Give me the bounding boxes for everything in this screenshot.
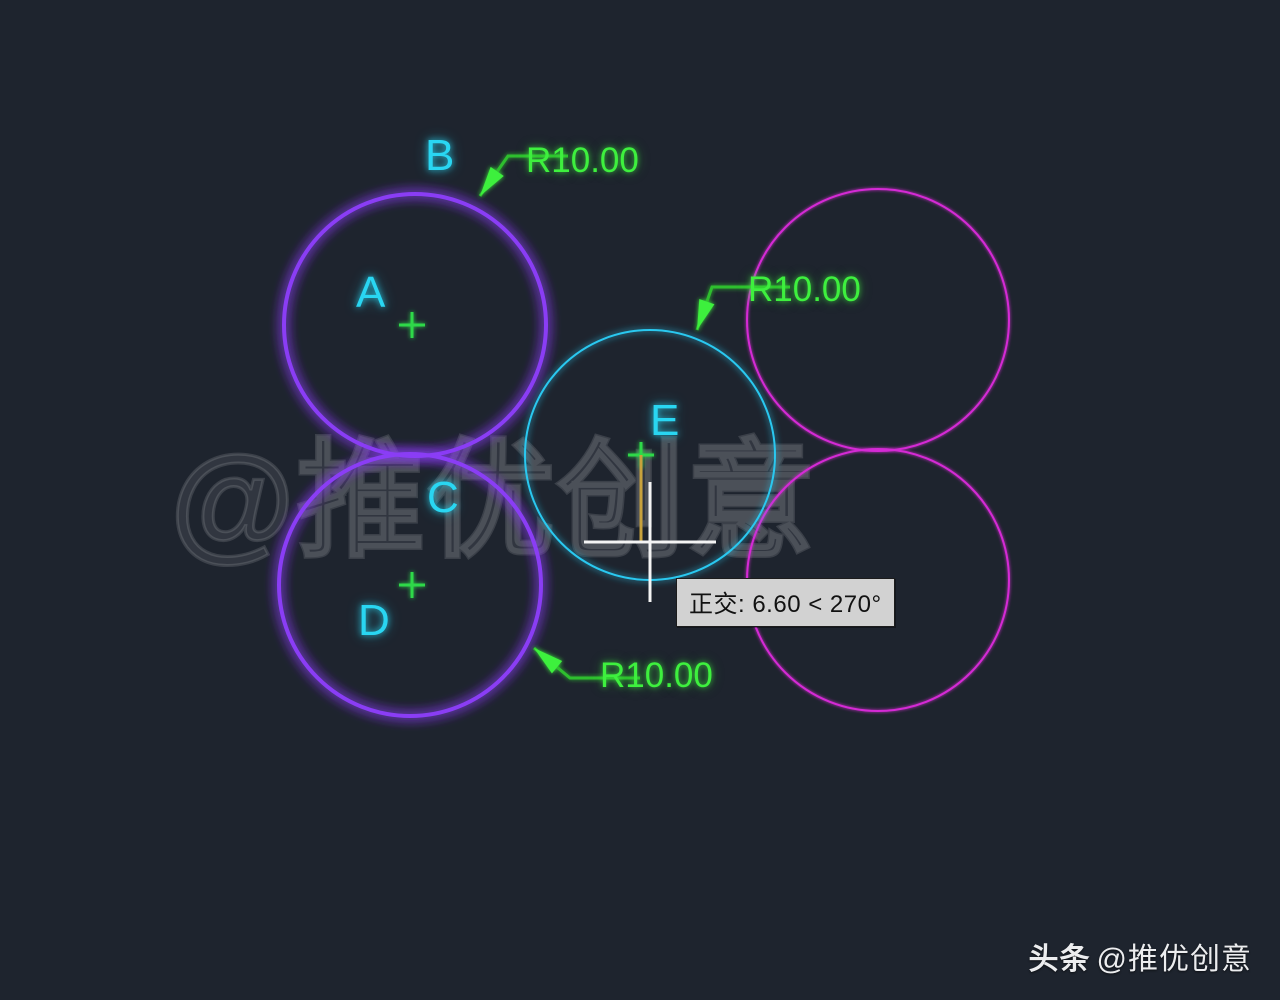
leader-bottom-arrowhead [534, 648, 563, 674]
ortho-tooltip: 正交: 6.60 < 270° [676, 578, 895, 627]
corner-watermark-brand: 头条 [1028, 943, 1091, 976]
corner-watermark: 头条@推优创意 [1029, 934, 1252, 978]
circle-top-right[interactable] [746, 188, 1010, 452]
crosshair-cursor [584, 482, 716, 602]
corner-watermark-handle: @推优创意 [1096, 943, 1252, 976]
leader-right-arrowhead [697, 299, 715, 330]
dimension-leaders [478, 154, 790, 680]
leader-top-arrowhead [480, 166, 504, 196]
circle-D[interactable] [277, 452, 543, 718]
